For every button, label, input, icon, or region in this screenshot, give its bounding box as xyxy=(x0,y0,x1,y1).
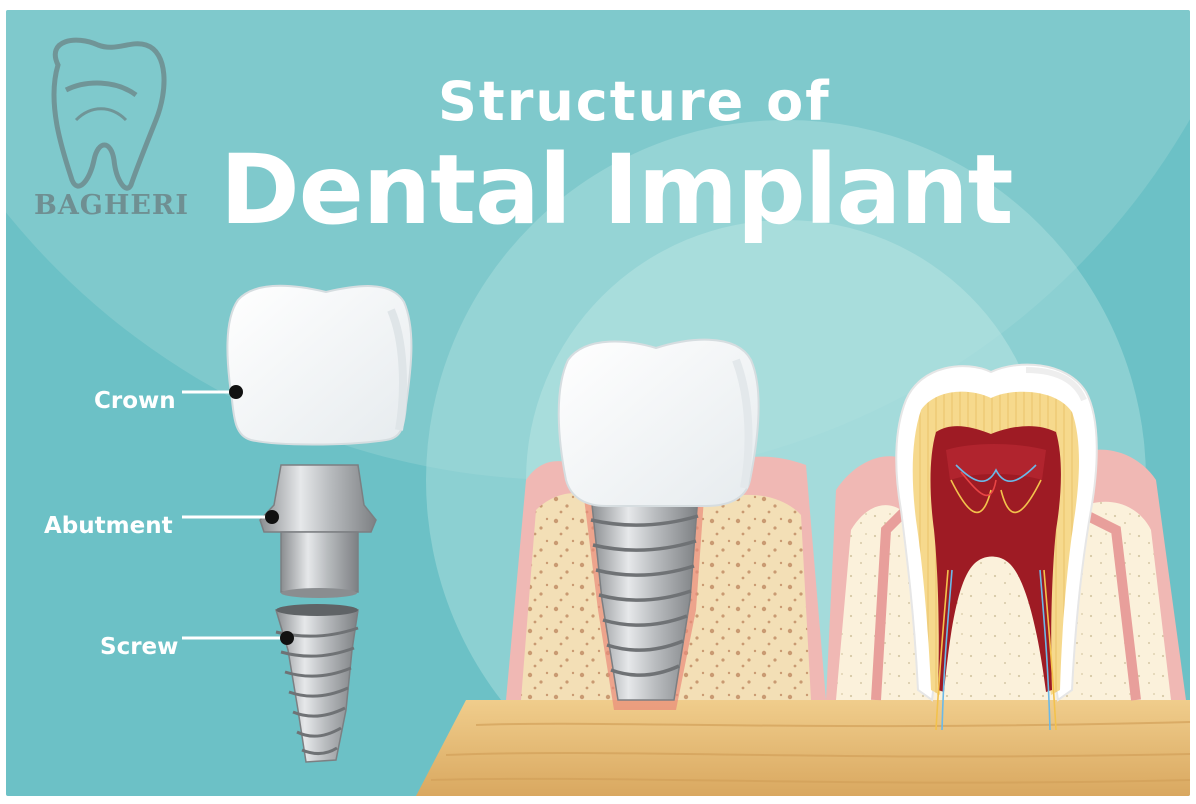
abutment-label: Abutment xyxy=(44,513,173,539)
title-line1: Structure of xyxy=(438,70,831,133)
crown-icon xyxy=(227,286,411,445)
screw-pointer xyxy=(280,631,294,645)
abutment-pointer xyxy=(265,510,279,524)
infographic-frame: Structure of Dental Implant BAGHERI Crow… xyxy=(6,10,1190,796)
logo-text: BAGHERI xyxy=(34,190,184,221)
screw-label: Screw xyxy=(100,634,178,660)
crown-label: Crown xyxy=(94,388,176,414)
crown-pointer xyxy=(229,385,243,399)
title-line2: Dental Implant xyxy=(220,134,1013,246)
